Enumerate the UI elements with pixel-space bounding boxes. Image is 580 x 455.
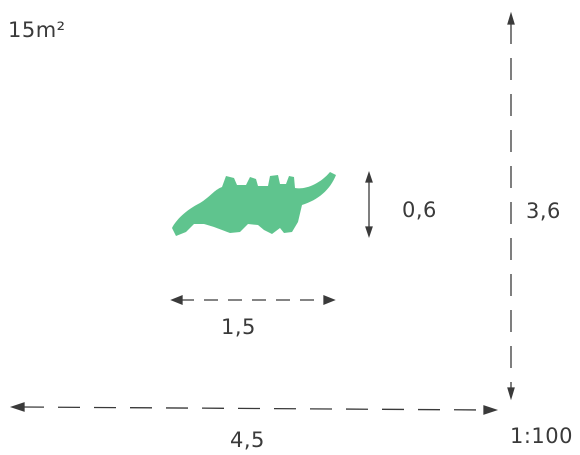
scale-label: 1:100 [510,424,574,448]
crocodile-icon [172,172,336,236]
object-height-arrow [365,170,373,239]
area-label: 15m² [8,18,66,42]
room-width-label: 4,5 [230,428,265,452]
object-width-arrow [170,295,336,305]
object-width-label: 1,5 [221,315,256,339]
room-width-arrow [9,402,499,415]
room-height-label: 3,6 [526,199,561,223]
room-height-arrow [507,11,515,401]
object-height-label: 0,6 [402,198,437,222]
